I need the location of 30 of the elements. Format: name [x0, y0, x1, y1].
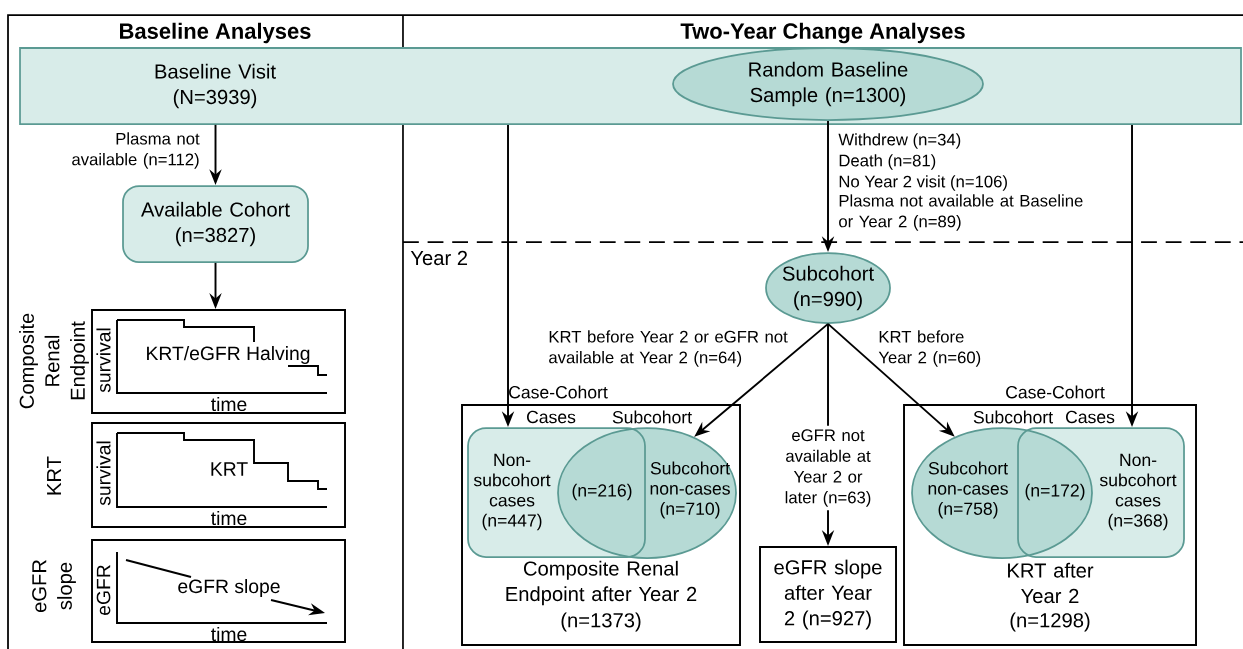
node-label: survival: [96, 441, 111, 506]
set-heading: Case-Cohort: [1006, 385, 1105, 399]
node-label: eGFR slope: [178, 579, 280, 597]
row-label: Composite Renal Endpoint: [19, 313, 89, 409]
edge-label: KRT before Year 2 (n=60): [878, 330, 981, 367]
row-label: eGFR slope: [32, 560, 76, 613]
exclusion-note: Plasma not available at Baseline or Year 2 (n=89): [839, 194, 1083, 231]
exclusion-note: Death (n=81): [839, 154, 936, 170]
node-label: KRT: [211, 462, 248, 476]
outcome-box: eGFR slope after Year 2 (n=927): [759, 546, 897, 643]
count-label: (n=216): [572, 483, 632, 501]
row-label: KRT: [47, 456, 61, 495]
exclusion-note: Withdrew (n=34): [838, 133, 961, 149]
node-label: time: [211, 510, 247, 526]
edge-label: Plasma not available (n=112): [72, 132, 200, 169]
set-heading: Cases: [1066, 410, 1115, 424]
node-label: eGFR: [96, 565, 111, 615]
node-label: time: [211, 626, 247, 642]
edge-label: eGFR not available at Year 2 or later (n=63): [774, 425, 882, 511]
set-heading: Subcohort: [612, 410, 692, 424]
period-label: Year 2: [410, 250, 468, 266]
exclusion-note: No Year 2 visit (n=106): [839, 175, 1007, 191]
set-heading: Cases: [527, 410, 576, 424]
chart-panel: eGFR eGFR slope time: [91, 539, 346, 643]
edge-label: KRT before Year 2 or eGFR not available at Year 2 (n=64): [549, 330, 788, 367]
column-heading: Baseline Analyses: [120, 22, 311, 44]
count-label: (n=172): [1025, 483, 1085, 501]
set-heading: Subcohort: [973, 410, 1053, 424]
set-heading: Case-Cohort: [509, 385, 608, 399]
cohort-box: Available Cohort (n=3827): [122, 185, 309, 263]
